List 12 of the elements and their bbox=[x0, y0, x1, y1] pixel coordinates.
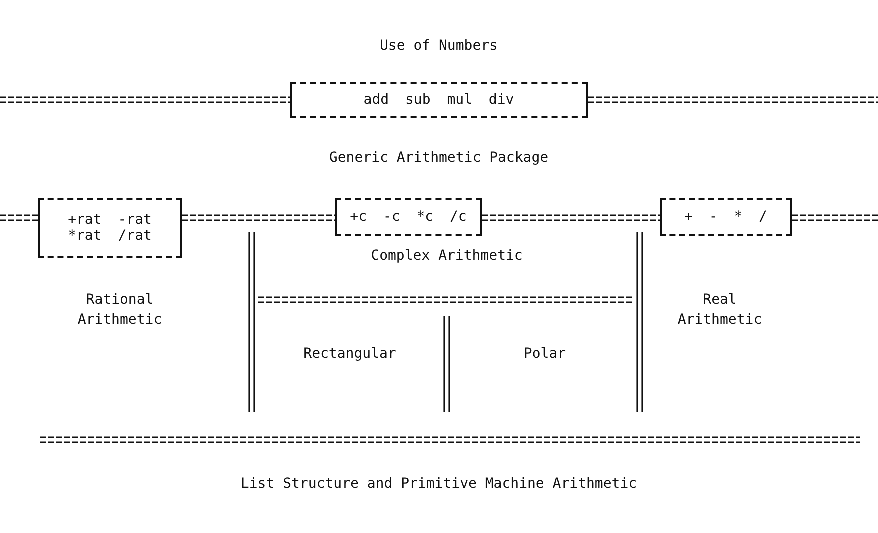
package-label: Polar bbox=[522, 346, 568, 362]
interface-box: +rat -rat *rat /rat bbox=[38, 198, 182, 258]
interface-box: add sub mul div bbox=[290, 82, 588, 118]
interface-box: + - * / bbox=[660, 198, 792, 236]
package-label: Rectangular bbox=[302, 346, 398, 362]
package-label: Real Arithmetic bbox=[676, 291, 764, 330]
layer-label: List Structure and Primitive Machine Arithmetic bbox=[240, 476, 638, 492]
layer-label: Use of Numbers bbox=[378, 38, 499, 54]
layer-label: Generic Arithmetic Package bbox=[328, 150, 550, 166]
package-label: Complex Arithmetic bbox=[370, 248, 524, 264]
interface-box: +c -c *c /c bbox=[335, 198, 482, 236]
package-label: Rational Arithmetic bbox=[76, 291, 164, 330]
